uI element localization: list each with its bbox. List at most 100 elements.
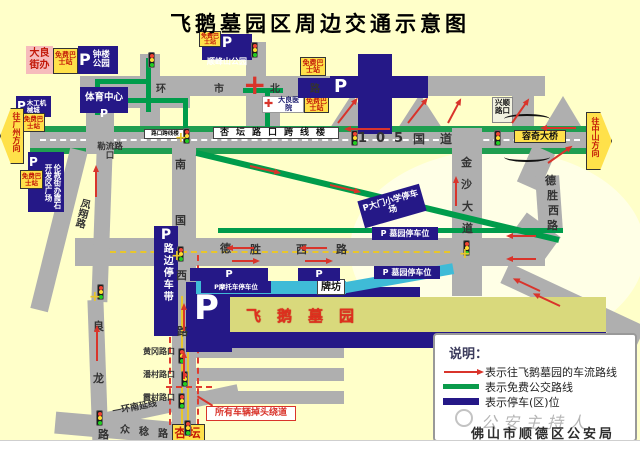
legend-item-3: 表示停车(区)位	[485, 396, 560, 409]
road-105-char: 0	[376, 131, 386, 146]
to-zhongshan-label: 往中山方向	[591, 117, 600, 157]
flow-arrow	[96, 331, 98, 361]
xingtan-overpass-sign: 杏坛路口跨线楼	[213, 127, 339, 139]
roadside-parking-belt: P 路边停车带	[154, 226, 178, 336]
legend-flow-arrow-sample	[444, 368, 484, 375]
free-bus-stop-5: 免费巴士站	[199, 31, 221, 47]
parking-strip-a: P	[190, 268, 268, 281]
cross-building-bar	[298, 78, 332, 98]
uturn-notice: 所有车辆掉头绕道	[206, 406, 296, 421]
road-stub-huanggang	[196, 345, 344, 358]
zhonglou-park-parking: P 钟楼公园	[78, 46, 118, 74]
flow-arrow	[305, 247, 327, 249]
road-desheng-v-char: 路	[547, 219, 558, 232]
free-bus-stop-4: 免费巴士站	[20, 170, 43, 189]
intersection-cross-yellow: +	[175, 130, 187, 146]
shunfeng-p: P	[221, 35, 233, 51]
wood-label: 木工机械城	[26, 98, 47, 114]
flow-arrow	[183, 309, 185, 331]
cemetery-yellow-area	[230, 297, 606, 332]
bus-route-seg1	[146, 58, 151, 112]
cross-building-p: P	[334, 76, 348, 97]
flow-arrow	[232, 257, 260, 264]
flow-arrow	[183, 357, 185, 379]
closure-dash-horizontal	[166, 386, 212, 388]
road-stub-xiacun	[196, 391, 344, 404]
road-jinsha-char: 金	[461, 156, 472, 169]
intersection-cross-yellow: +	[459, 246, 471, 262]
leliu-crossing-sign: 勒流路口	[97, 142, 123, 162]
flow-arrow	[546, 127, 576, 129]
red-cross-icon: ✚	[264, 97, 274, 111]
huanggang-crossing-sign: 黄冈路口	[143, 347, 175, 356]
bottom-margin	[0, 441, 640, 449]
road-desheng-v-char: 胜	[547, 189, 558, 202]
ramp-triangle-2	[398, 94, 442, 128]
road-zhongren-char: 路	[158, 429, 168, 440]
flow-arrow	[305, 257, 333, 264]
road-nanguo-char: 国	[175, 214, 186, 227]
road-desheng-h-char: 胜	[250, 243, 261, 256]
traffic-light-icon	[148, 52, 155, 68]
legend-footer: 佛山市顺德区公安局	[471, 427, 616, 442]
cemetery-parking-2: P 墓园停车位	[374, 266, 440, 279]
free-bus-stop-1: 免费巴士站	[53, 48, 78, 74]
flow-arrow	[95, 171, 97, 197]
road-desheng-v-char: 西	[548, 204, 559, 217]
rongqi-bridge-sign: 容奇大桥	[514, 130, 566, 143]
to-zhongshan-arrow: 往中山方向	[586, 112, 612, 170]
road-nanguo-char: 路	[177, 325, 188, 338]
pancun-crossing-sign: 潘村路口	[143, 370, 175, 379]
nanguo-centerline-1	[181, 296, 183, 442]
traffic-light-icon	[177, 246, 184, 262]
legend-parking-sample	[443, 398, 479, 405]
watermark-logo	[455, 409, 473, 427]
road-stub-pancun	[196, 368, 344, 381]
wood-machinery-parking: P 木工机械城	[16, 96, 51, 117]
flow-arrow	[350, 128, 390, 130]
road-nanguo-char: 南	[175, 158, 186, 171]
road-huanshi-char: 市	[214, 84, 224, 95]
traffic-light-icon	[463, 240, 470, 256]
shunfeng-label: 顺峰山公园	[207, 56, 247, 66]
watermark-text: 公安主持人	[481, 413, 592, 432]
legend-heading: 说明：	[449, 347, 489, 362]
wood-p: P	[17, 99, 26, 114]
road-105-char: 道	[440, 132, 453, 146]
cemetery-parking-1: P 墓园停车位	[372, 227, 438, 240]
to-guangzhou-label: 往广州方向	[12, 112, 21, 152]
xiacun-crossing-sign: 霞村路口	[143, 393, 175, 402]
road-jinsha-char: 沙	[461, 178, 472, 191]
sports-center-p: P	[99, 106, 109, 120]
bus-route-seg6	[243, 88, 283, 93]
road-zhongren-char: 众	[120, 425, 130, 436]
bus-route-seg4	[88, 98, 188, 103]
free-bus-stop-6: 免费巴士站	[300, 57, 326, 76]
lunjiao-p: P	[29, 155, 38, 169]
road-lianglong-char: 龙	[93, 372, 104, 385]
road-desheng-h-char: 路	[336, 243, 347, 256]
free-bus-stop-3: 免费巴士站	[22, 113, 45, 132]
road-zhongren-char: 稔	[139, 427, 149, 438]
zhonglou-label: 钟楼公园	[92, 50, 110, 69]
cross-building-h	[330, 76, 428, 98]
intersection-cross-red: +	[243, 68, 267, 101]
sports-center-parking: 体育中心 P	[80, 87, 128, 119]
bus-route-seg5	[183, 98, 188, 134]
roadside-parking-p: P	[160, 227, 172, 243]
motorcycle-parking: P摩托车停车位	[201, 281, 271, 293]
intersection-cross-yellow: +	[89, 289, 101, 305]
traffic-light-icon	[351, 130, 358, 146]
ramp-triangle-3	[545, 96, 581, 126]
traffic-light-icon	[184, 420, 191, 436]
lunjiao-label: 伦教街办霞石开发区广场	[44, 164, 62, 209]
traffic-light-icon	[178, 393, 185, 409]
flow-arrow	[512, 258, 536, 260]
road-105-centerline	[40, 139, 580, 141]
road-jinsha-char: 道	[462, 222, 473, 235]
daliang-street-office: 大良街办	[26, 46, 53, 74]
to-guangzhou-arrow: 往广州方向	[0, 108, 24, 164]
bus-route-seg2	[95, 79, 151, 84]
traffic-light-icon	[96, 410, 103, 426]
cemetery-big-p: P	[194, 288, 219, 328]
